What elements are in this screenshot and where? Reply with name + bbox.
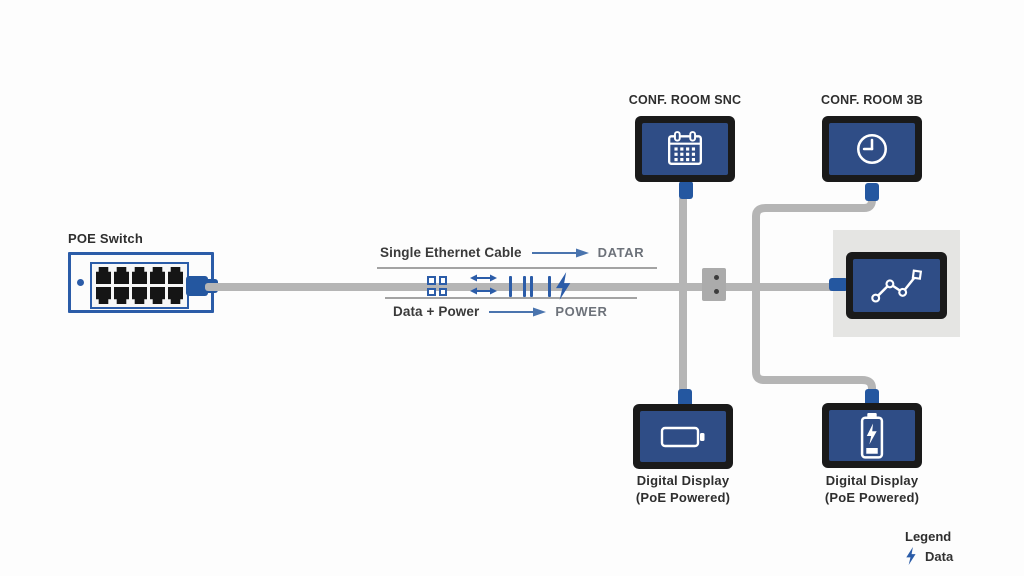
digital-display-right-line2: (PoE Powered): [824, 490, 920, 505]
connector-plug-icon: [679, 181, 693, 199]
bidirectional-arrows-icon: [470, 287, 497, 295]
display-digital-right: [822, 403, 922, 468]
signal-bar-icon: [548, 276, 551, 297]
conf-room-snc-label: CONF. ROOM SNC: [628, 93, 742, 107]
legend-item-label: Data: [925, 548, 954, 564]
display-digital-center: [633, 404, 733, 469]
display-trend-chart: [846, 252, 947, 319]
display-conf-room-3b: [822, 116, 922, 182]
display-conf-room-snc: [635, 116, 735, 182]
cable-annotation-top: Single Ethernet Cable DATAR: [380, 245, 644, 260]
legend-title: Legend: [905, 529, 952, 544]
divider: [385, 297, 637, 299]
connector-plug-icon: [678, 389, 692, 407]
digital-display-right-label: Digital Display (PoE Powered): [797, 472, 947, 506]
vertical-cable-left: [679, 196, 687, 394]
vertical-cable-right: [752, 191, 876, 399]
power-led-icon: [77, 279, 84, 286]
cable-annotation-top-value: DATAR: [597, 245, 645, 260]
conf-room-3b-label: CONF. ROOM 3B: [821, 93, 923, 107]
digital-display-center-label: Digital Display (PoE Powered): [608, 472, 758, 506]
calendar-icon: [668, 131, 702, 165]
trend-chart-icon: [870, 268, 922, 303]
bidirectional-arrows-icon: [470, 274, 497, 282]
arrow-right-icon: [531, 248, 589, 257]
signal-bar-icon: [523, 276, 526, 297]
main-ethernet-cable: [205, 283, 835, 291]
lightning-bolt-icon: [906, 547, 916, 565]
cable-annotation-bottom-label: Data + Power: [393, 304, 480, 319]
arrow-right-icon: [489, 307, 547, 316]
battery-charging-icon: [860, 412, 884, 459]
clock-icon: [857, 134, 887, 164]
digital-display-center-line2: (PoE Powered): [635, 490, 731, 505]
data-packets-icon: [427, 276, 447, 296]
switch-plug-icon: [186, 276, 208, 296]
cable-junction: [702, 268, 726, 301]
ethernet-ports-icon: [90, 262, 189, 309]
signal-bar-icon: [530, 276, 533, 297]
connector-plug-icon: [865, 389, 879, 407]
legend: Legend Data: [905, 529, 953, 565]
legend-item-data: Data: [906, 547, 953, 565]
cable-annotation-top-label: Single Ethernet Cable: [380, 245, 522, 260]
digital-display-right-line1: Digital Display: [825, 473, 919, 488]
lightning-bolt-icon: [556, 272, 571, 300]
connector-plug-icon: [865, 183, 879, 201]
battery-icon: [660, 426, 705, 447]
signal-bar-icon: [509, 276, 512, 297]
connector-plug-icon: [829, 278, 848, 291]
cable-annotation-bottom-value: POWER: [555, 304, 608, 319]
divider: [377, 267, 657, 269]
digital-display-center-line1: Digital Display: [636, 473, 730, 488]
cable-annotation-bottom: Data + Power POWER: [393, 304, 607, 319]
poe-switch-label: POE Switch: [68, 231, 143, 246]
